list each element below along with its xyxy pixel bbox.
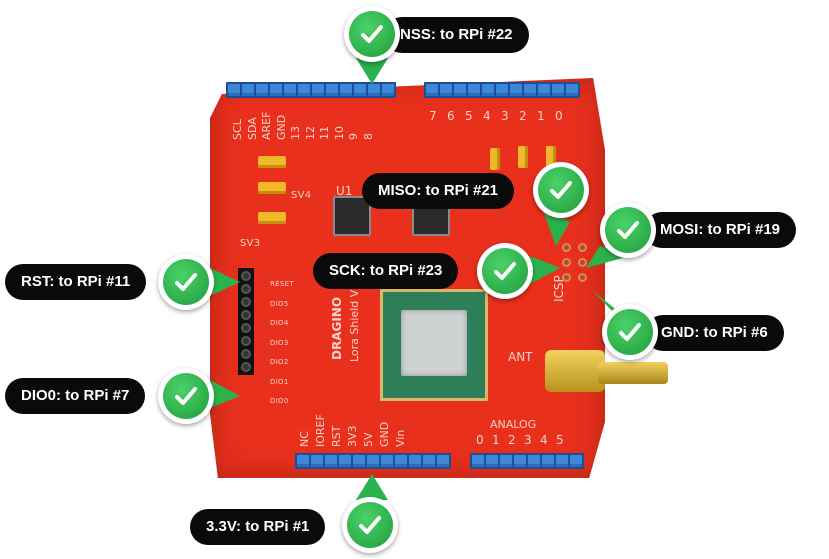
dio0-callout-label: DIO0: to RPi #7 [5,378,146,414]
silk-pin-label: 5 [465,109,473,123]
dio-pin-label: RESET [270,280,294,288]
sma-connector [598,362,668,384]
silk-pin-label: 1 [537,109,545,123]
jumper-3 [258,212,286,224]
sck-pointer [530,256,560,284]
nss-pointer [356,58,388,84]
dio-pin-label: DIO2 [270,358,289,366]
jumper-1 [258,156,286,168]
check-icon [619,323,641,341]
icsp-pad [578,273,587,282]
check-icon [175,387,197,405]
icsp-pad [562,243,571,252]
miso-check-badge [533,162,589,218]
top-header-left [226,82,396,98]
check-icon [494,262,516,280]
silk-pin-label: 7 [429,109,437,123]
antenna-connector [545,350,605,392]
rst-check-badge [158,254,214,310]
check-icon [617,221,639,239]
nss-check-badge [344,6,400,62]
check-icon [550,181,572,199]
silk-pin-label: 3 [501,109,509,123]
miso-callout-label: MISO: to RPi #21 [362,173,515,209]
silk-pin-label: 4 [540,433,548,447]
bottom-header-power [295,453,451,469]
dio-pin-label: DIO4 [270,319,289,327]
silk-pin-label: 0 [476,433,484,447]
silk-pin-label: 1 [492,433,500,447]
check-icon [361,25,383,43]
icsp-pad [562,273,571,282]
silk-pin-label: 6 [447,109,455,123]
jumper-4 [490,148,500,170]
rfm95-module [380,289,488,401]
rf-shield-can [401,310,467,376]
silk-pin-label: 5 [556,433,564,447]
dio-pin-label: DIO3 [270,338,289,347]
chip-u1 [333,196,371,236]
jumper-5 [518,146,528,168]
check-icon [175,273,197,291]
rst-callout-label: RST: to RPi #11 [5,264,147,300]
dio0-pointer [210,380,240,408]
sck-check-badge [477,243,533,299]
analog-label: ANALOG [490,418,537,431]
top-header-right [424,82,580,98]
sck-callout-label: SCK: to RPi #23 [313,253,459,289]
dio-pin-label: DIO1 [270,377,289,386]
gnd-check-badge [602,304,658,360]
dio0-check-badge [158,368,214,424]
icsp-pad [578,243,587,252]
silk-pin-label: 0 [555,109,563,123]
bottom-header-analog [470,453,584,469]
u1-label: U1 [336,184,353,198]
silk-pin-label: 2 [519,109,527,123]
silk-pin-label: 3 [524,433,532,447]
mosi-check-badge [600,202,656,258]
sv3-label: SV3 [240,238,261,249]
silk-pin-label: 4 [483,109,491,123]
v33-callout-label: 3.3V: to RPi #1 [190,509,326,545]
ant-label: ANT [508,350,533,364]
mosi-callout-label: MOSI: to RPi #19 [644,212,797,248]
gnd-callout-label: GND: to RPi #6 [645,315,784,351]
miso-pointer [542,208,570,246]
v33-check-badge [342,497,398,553]
dio-header [238,268,254,375]
silk-pin-label: 2 [508,433,516,447]
jumper-6 [546,146,556,168]
dio-pin-label: DIO0 [270,397,289,405]
icsp-pad [562,258,571,267]
sv4-label: SV4 [291,190,312,201]
mosi-pointer [586,246,630,268]
check-icon [359,516,381,534]
nss-callout-label: NSS: to RPi #22 [384,17,529,53]
icsp-pad [578,258,587,267]
v33-pointer [356,474,388,500]
dio-pin-label: DIO5 [270,299,289,308]
jumper-2 [258,182,286,194]
rst-pointer [210,268,240,296]
